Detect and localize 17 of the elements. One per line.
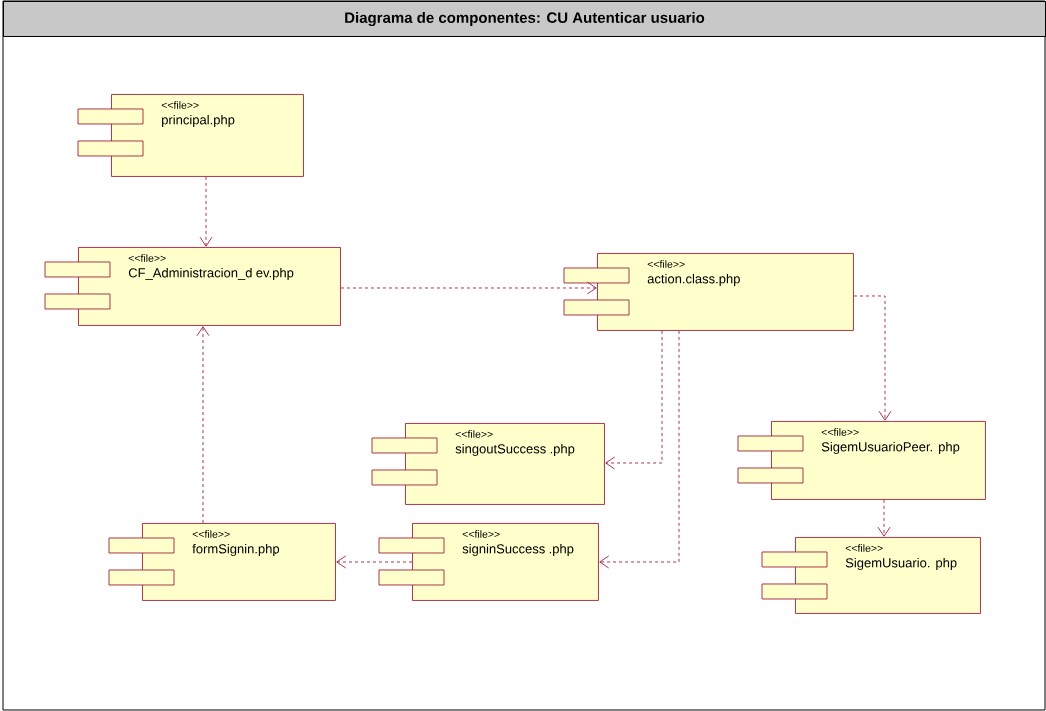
dependency-arrow [605,330,663,470]
title-band: Diagrama de componentes: CU Autenticar usuario [3,1,1046,37]
component-box: <<file>> SigemUsuarioPeer. php [737,421,986,500]
component-box: <<file>> signinSuccess .php [378,523,599,601]
dependency-arrow [877,499,891,537]
dependency-arrow [853,295,892,421]
dependency-arrow [196,326,210,524]
component-box: <<file>> SigemUsuario. php [761,537,981,614]
component-box: <<file>> principal.php [77,94,304,177]
component-box: <<file>> CF_Administracion_d ev.php [44,247,341,326]
component-box: <<file>> formSignin.php [108,523,336,601]
dependency-arrow [599,330,680,569]
dependency-arrow [199,176,213,247]
dependency-arrow [340,281,597,295]
component-box: <<file>> singoutSuccess .php [371,423,605,505]
dependency-arrow [336,555,413,569]
component-box: <<file>> action.class.php [563,253,854,331]
